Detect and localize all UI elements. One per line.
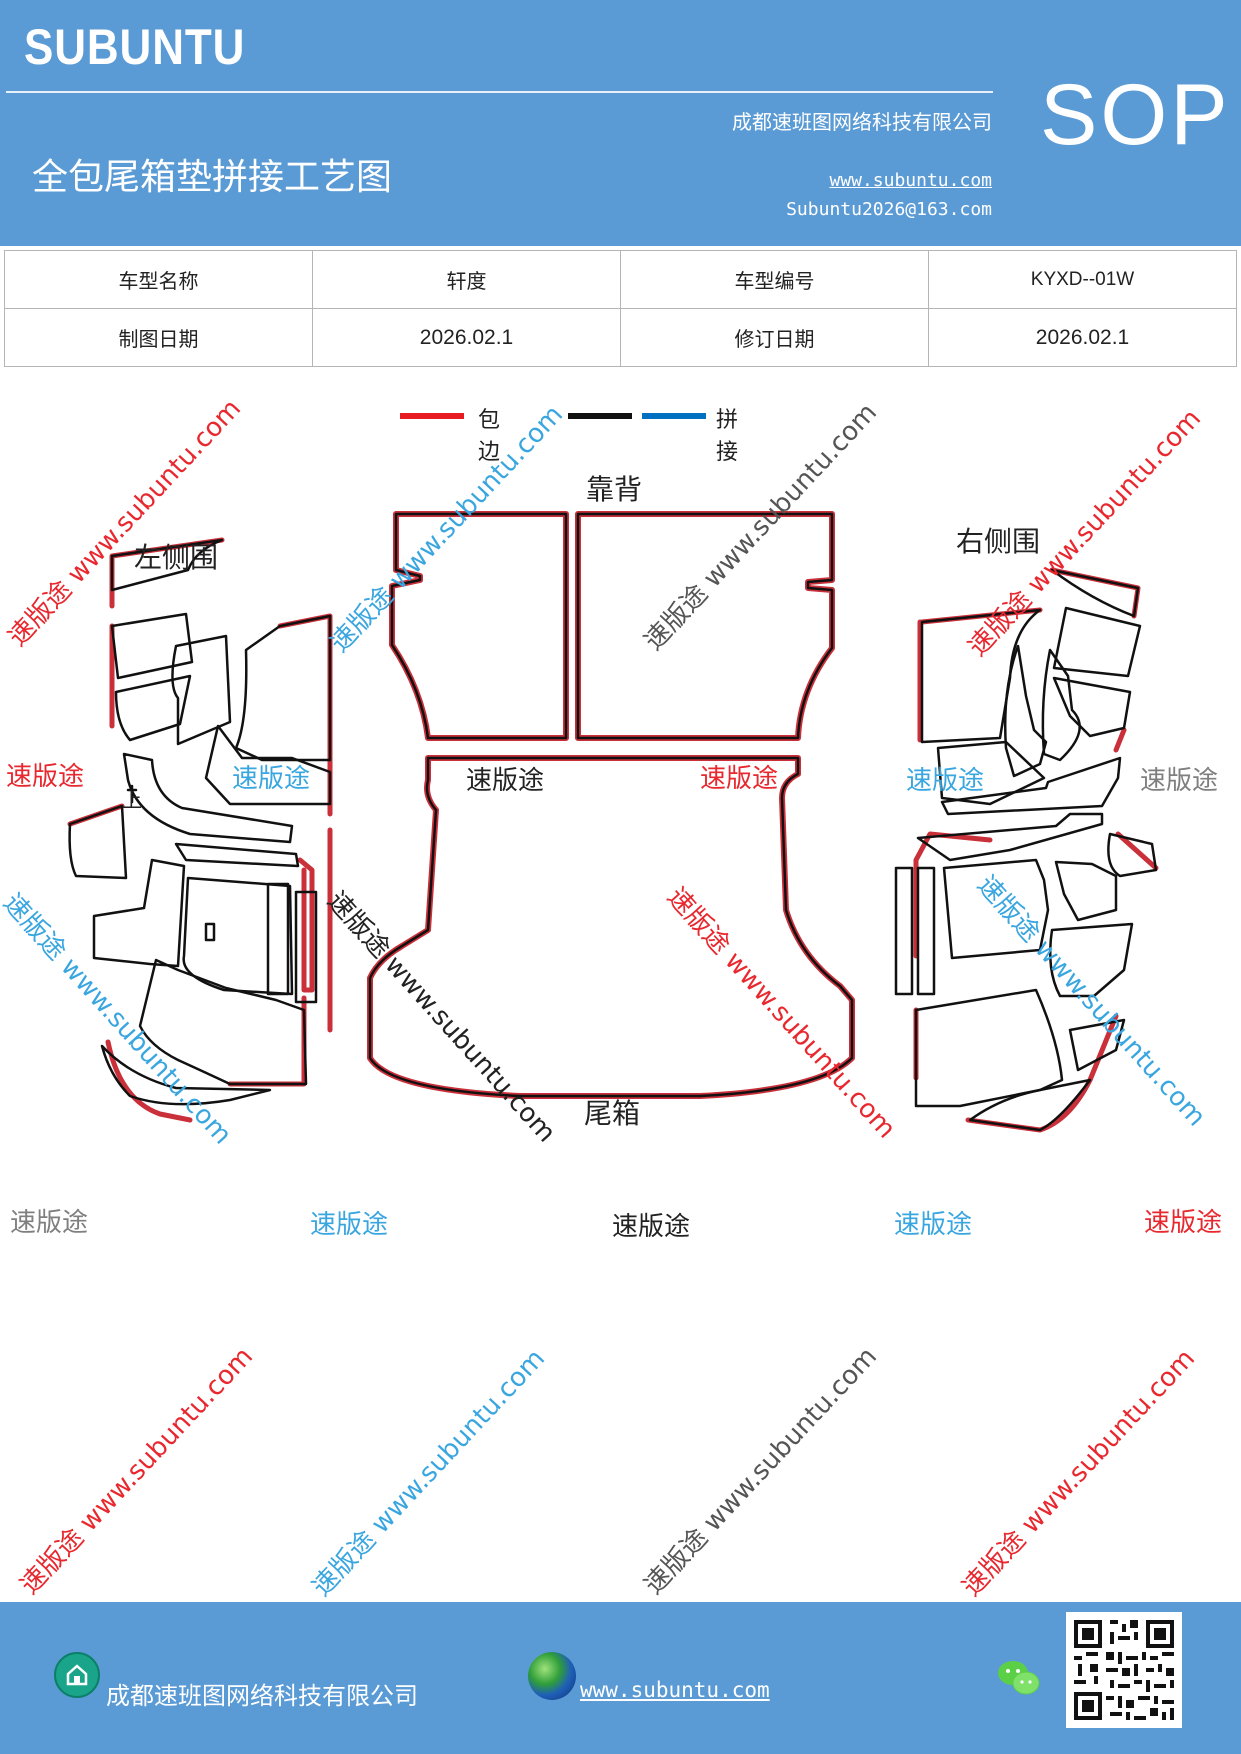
legend-seam-swatch bbox=[642, 413, 706, 419]
brand-logo: SUBUNTU bbox=[24, 19, 246, 75]
watermark-text: 速版途 bbox=[10, 1208, 89, 1238]
backrest-right-panel bbox=[575, 511, 835, 741]
website-link[interactable]: www.subuntu.com bbox=[829, 170, 992, 191]
watermark-text: 速版途 bbox=[1140, 766, 1219, 796]
backrest-left-panel bbox=[390, 512, 568, 740]
footer-website-link[interactable]: www.subuntu.com bbox=[580, 1678, 770, 1702]
header-divider bbox=[6, 91, 993, 93]
vehicle-info-table: 车型名称 轩度 车型编号 KYXD--01W 制图日期 2026.02.1 修订… bbox=[4, 250, 1237, 367]
legend-seam-label: 拼接 bbox=[716, 408, 739, 465]
globe-icon bbox=[528, 1652, 576, 1700]
legend-edge-label: 包边 bbox=[478, 408, 501, 465]
document-title: 全包尾箱垫拼接工艺图 bbox=[32, 157, 393, 198]
wechat-icon bbox=[996, 1658, 1042, 1698]
up-mark: 上 bbox=[122, 788, 142, 812]
label-cell: 修订日期 bbox=[620, 308, 929, 367]
table-row: 制图日期 2026.02.1 修订日期 2026.02.1 bbox=[4, 308, 1237, 367]
home-icon bbox=[54, 1652, 100, 1698]
footer-company-name: 成都速班图网络科技有限公司 bbox=[106, 1682, 418, 1710]
mat-pieces-svg bbox=[67, 511, 1159, 1133]
watermark-text: 速版途 bbox=[1144, 1208, 1223, 1238]
header-banner: SUBUNTU 成都速班图网络科技有限公司 全包尾箱垫拼接工艺图 www.sub… bbox=[0, 0, 1241, 246]
sop-badge: SOP bbox=[1040, 67, 1231, 163]
label-cell: 车型名称 bbox=[4, 250, 313, 309]
trunk-floor-panel bbox=[367, 755, 855, 1099]
qr-code bbox=[1066, 1612, 1182, 1728]
watermark-diagonal: 速版途 www.subuntu.com bbox=[14, 1341, 260, 1601]
trunk-floor-panel bbox=[368, 756, 854, 1098]
watermark-text: 速版途 bbox=[466, 766, 545, 796]
value-cell: KYXD--01W bbox=[928, 250, 1237, 309]
right-side-label: 右侧围 bbox=[956, 525, 1041, 558]
left-side-seams bbox=[68, 538, 332, 1106]
backrest-label: 靠背 bbox=[586, 473, 643, 506]
mat-layout-diagram: 靠背 左侧围 右侧围 尾箱 上 bbox=[0, 430, 1241, 1190]
watermark-text: 速版途 bbox=[310, 1210, 389, 1240]
table-row: 车型名称 轩度 车型编号 KYXD--01W bbox=[4, 250, 1237, 309]
legend-line-swatch bbox=[568, 413, 632, 419]
watermark-diagonal: 速版途 www.subuntu.com bbox=[956, 1343, 1202, 1603]
watermark-text: 速版途 bbox=[6, 762, 85, 792]
watermark-text: 速版途 bbox=[894, 1210, 973, 1240]
company-name: 成都速班图网络科技有限公司 bbox=[732, 110, 992, 134]
left-side-label: 左侧围 bbox=[134, 541, 219, 574]
value-cell: 轩度 bbox=[312, 250, 621, 309]
right-side-seams bbox=[894, 568, 1158, 1132]
contact-email[interactable]: Subuntu2026@163.com bbox=[786, 199, 992, 220]
watermark-diagonal: 速版途 www.subuntu.com bbox=[306, 1343, 552, 1603]
watermark-text: 速版途 bbox=[700, 764, 779, 794]
watermark-text: 速版途 bbox=[232, 764, 311, 794]
watermark-text: 速版途 bbox=[612, 1212, 691, 1242]
label-cell: 制图日期 bbox=[4, 308, 313, 367]
value-cell: 2026.02.1 bbox=[312, 308, 621, 367]
watermark-text: 速版途 bbox=[906, 766, 985, 796]
value-cell: 2026.02.1 bbox=[928, 308, 1237, 367]
trunk-label: 尾箱 bbox=[584, 1097, 641, 1130]
legend-edge-swatch bbox=[400, 413, 464, 419]
footer-banner: 成都速班图网络科技有限公司 www.subuntu.com bbox=[0, 1602, 1241, 1754]
backrest-right-panel bbox=[576, 512, 834, 740]
watermark-diagonal: 速版途 www.subuntu.com bbox=[638, 1341, 884, 1601]
label-cell: 车型编号 bbox=[620, 250, 929, 309]
